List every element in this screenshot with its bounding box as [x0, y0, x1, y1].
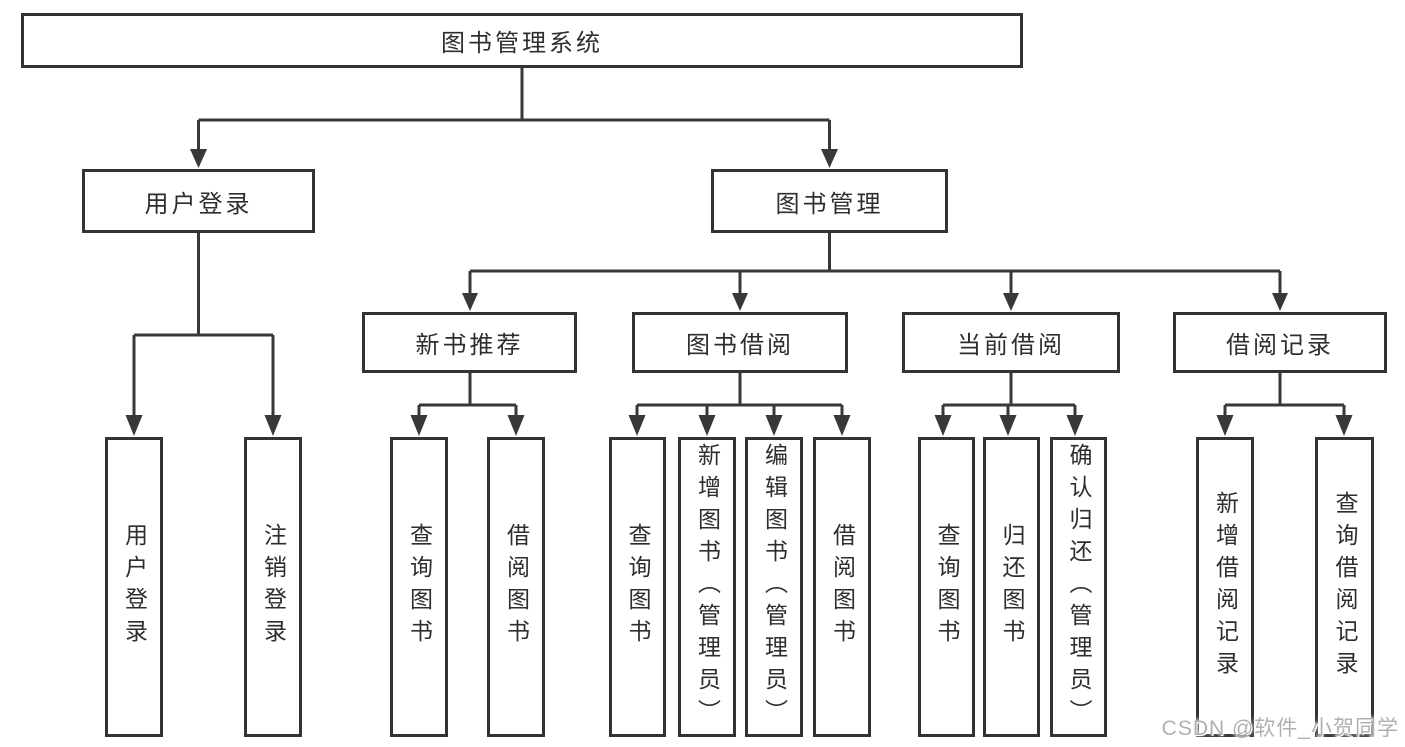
node-current-borrowing: 当前借阅 — [902, 312, 1120, 373]
arrow-icon — [732, 293, 748, 311]
connector-new-book-to-leaves — [410, 373, 525, 436]
arrow-icon — [1335, 415, 1353, 436]
node-book-borrowing: 图书借阅 — [632, 312, 848, 373]
node-book-management: 图书管理 — [711, 169, 948, 233]
arrow-icon — [628, 415, 646, 436]
arrow-icon — [1003, 293, 1019, 311]
connector-book-borrowing-to-leaves — [628, 373, 851, 436]
arrow-icon — [934, 415, 952, 436]
leaf-return-books: 归还图书 — [983, 437, 1040, 737]
arrow-icon — [1272, 293, 1288, 311]
arrow-icon — [1216, 415, 1234, 436]
arrow-icon — [125, 415, 143, 436]
connector-current-borrowing-to-leaves — [934, 373, 1084, 436]
leaf-user-login: 用户登录 — [105, 437, 163, 737]
leaf-borrow-books-recommend: 借阅图书 — [487, 437, 545, 737]
leaf-edit-books-admin: 编辑图书（管理员） — [745, 437, 803, 737]
leaf-query-books-borrowing: 查询图书 — [609, 437, 666, 737]
arrow-icon — [833, 415, 851, 436]
arrow-icon — [821, 149, 838, 168]
leaf-logout: 注销登录 — [244, 437, 302, 737]
node-borrowing-records: 借阅记录 — [1173, 312, 1387, 373]
leaf-borrow-books-borrowing: 借阅图书 — [813, 437, 871, 737]
arrow-icon — [765, 415, 783, 436]
arrow-icon — [410, 415, 428, 436]
connector-user-login-to-leaves — [125, 233, 282, 436]
arrow-icon — [999, 415, 1017, 436]
connector-book-management-to-level3 — [462, 233, 1288, 311]
arrow-icon — [698, 415, 716, 436]
arrow-icon — [462, 293, 478, 311]
node-new-book-recommendation: 新书推荐 — [362, 312, 577, 373]
watermark-text: CSDN @软件_小贺同学 — [1161, 717, 1399, 740]
node-user-login: 用户登录 — [82, 169, 315, 233]
connector-borrowing-records-to-leaves — [1216, 373, 1353, 436]
node-book-management-system: 图书管理系统 — [21, 13, 1023, 68]
leaf-add-borrow-record: 新增借阅记录 — [1196, 437, 1254, 737]
leaf-add-books-admin: 新增图书（管理员） — [678, 437, 736, 737]
leaf-confirm-return-admin: 确认归还（管理员） — [1050, 437, 1107, 737]
connector-root-to-level2 — [190, 68, 838, 168]
leaf-query-books-recommend: 查询图书 — [390, 437, 448, 737]
arrow-icon — [507, 415, 525, 436]
arrow-icon — [264, 415, 282, 436]
arrow-icon — [1066, 415, 1084, 436]
leaf-query-borrow-record: 查询借阅记录 — [1315, 437, 1374, 737]
arrow-icon — [190, 149, 207, 168]
leaf-query-books-current: 查询图书 — [918, 437, 975, 737]
